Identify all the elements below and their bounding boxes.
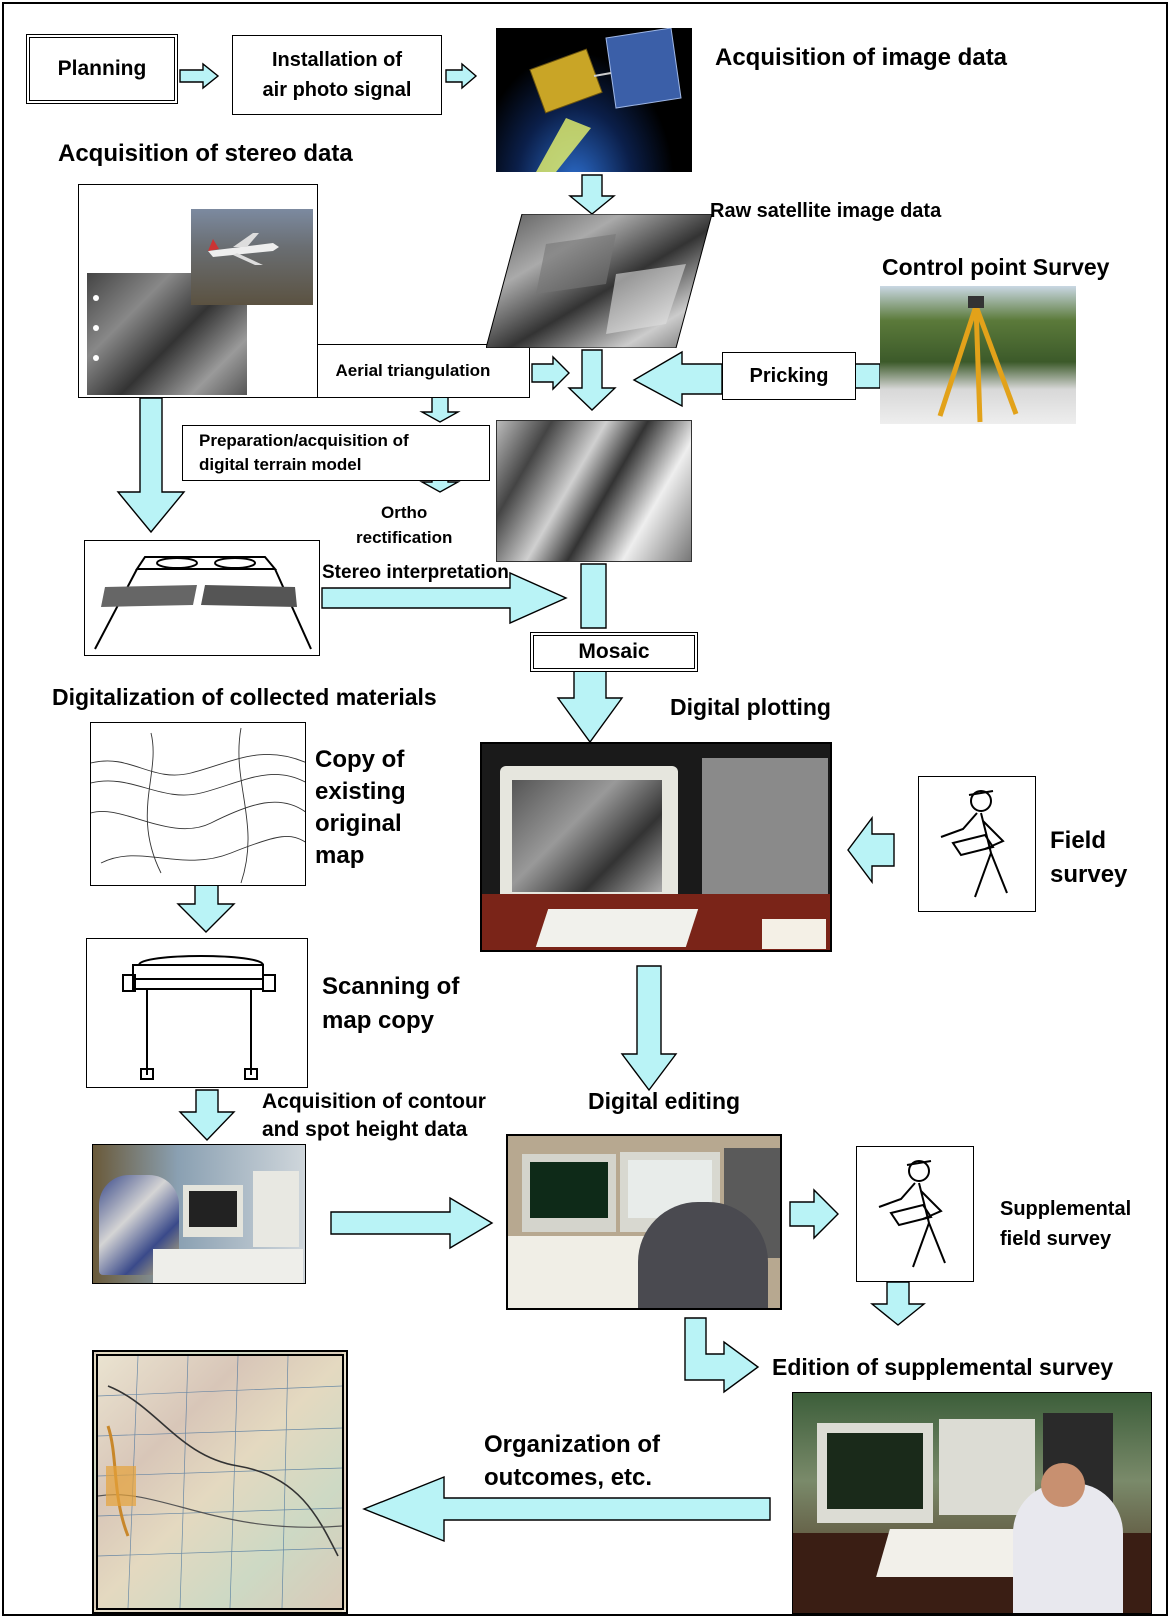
- digitalization-title: Digitalization of collected materials: [52, 684, 437, 710]
- arrow-stereo-down: [116, 397, 186, 534]
- organization-label: Organization of outcomes, etc.: [484, 1431, 660, 1491]
- edition-workstation-photo: [792, 1392, 1152, 1614]
- digital-plotting-title: Digital plotting: [670, 694, 831, 720]
- dtm-box: Preparation/acquisition of digital terra…: [182, 425, 490, 481]
- dtm-label: Preparation/acquisition of digital terra…: [199, 431, 409, 474]
- arrow-planning-installation: [179, 62, 220, 90]
- workstation-photo-icon: [480, 742, 832, 952]
- arrow-triangulation-right: [531, 355, 570, 391]
- arrow-control-pricking: [854, 363, 881, 389]
- aerial-triangulation-label: Aerial triangulation: [335, 361, 491, 380]
- ortho-image: [496, 420, 692, 562]
- plotter-scanner-icon: [86, 938, 308, 1088]
- scanning-label: Scanning of map copy: [322, 973, 460, 1034]
- ortho-label: Ortho rectification: [356, 503, 453, 547]
- acq-image-title: Acquisition of image data: [715, 44, 1008, 71]
- arrow-scanning-contour: [178, 1089, 236, 1142]
- pricking-box: Pricking: [722, 352, 856, 400]
- arrow-triangulation-dtm: [419, 395, 461, 423]
- planning-label: Planning: [57, 57, 147, 80]
- aircraft-photo-icon: [78, 184, 318, 398]
- stereo-model-icon: [84, 540, 320, 656]
- stereo-interp-label: Stereo interpretation: [322, 562, 509, 583]
- arrow-stereo-interp: [321, 571, 568, 625]
- control-point-title: Control point Survey: [882, 254, 1110, 280]
- field-survey-label: Field survey: [1050, 827, 1128, 888]
- arrow-plotting-editing: [620, 965, 678, 1092]
- digital-editing-title: Digital editing: [588, 1088, 741, 1114]
- acq-stereo-title: Acquisition of stereo data: [58, 140, 353, 167]
- edition-supp-title: Edition of supplemental survey: [772, 1354, 1114, 1380]
- arrow-ortho-mosaic: [580, 563, 607, 629]
- acq-contour-label: Acquisition of contour and spot height d…: [262, 1090, 486, 1141]
- arrow-supplemental-edition: [870, 1281, 926, 1326]
- surveyor-sketch-supplemental: [856, 1146, 974, 1282]
- satellite-photo-icon: [496, 28, 692, 172]
- arrow-editing-edition: [684, 1317, 760, 1394]
- survey-tripod-photo-icon: [880, 286, 1076, 424]
- arrow-satellite-raw: [568, 174, 616, 215]
- copy-map-label: Copy of existing original map: [315, 746, 406, 869]
- aerial-triangulation-box: Aerial triangulation: [296, 344, 530, 398]
- arrow-installation-satellite: [445, 62, 478, 90]
- operator-photo-contour: [92, 1144, 306, 1284]
- planning-box: Planning: [26, 34, 178, 104]
- arrow-editing-supplemental: [789, 1188, 839, 1240]
- arrow-pricking-left: [632, 350, 723, 408]
- arrow-raw-ortho: [567, 349, 617, 411]
- mosaic-label: Mosaic: [578, 640, 650, 663]
- mosaic-box: Mosaic: [530, 632, 698, 672]
- editing-workstation-photo: [506, 1134, 782, 1310]
- topographic-map-icon: [92, 1350, 348, 1614]
- supp-field-label: Supplemental field survey: [1000, 1198, 1132, 1250]
- installation-label: Installation of air photo signal: [262, 49, 412, 101]
- contour-map-copy: [90, 722, 306, 886]
- installation-box: Installation of air photo signal: [232, 35, 442, 115]
- surveyor-sketch-icon: [918, 776, 1036, 912]
- arrow-field-plotting: [847, 815, 895, 885]
- pricking-label: Pricking: [749, 364, 829, 387]
- arrow-mosaic-plotting: [556, 664, 624, 744]
- arrow-organization: [362, 1475, 771, 1543]
- arrow-copy-scanning: [176, 883, 236, 933]
- arrow-contour-editing: [330, 1196, 494, 1250]
- raw-satellite-image: [486, 214, 712, 348]
- raw-satellite-label: Raw satellite image data: [710, 200, 942, 222]
